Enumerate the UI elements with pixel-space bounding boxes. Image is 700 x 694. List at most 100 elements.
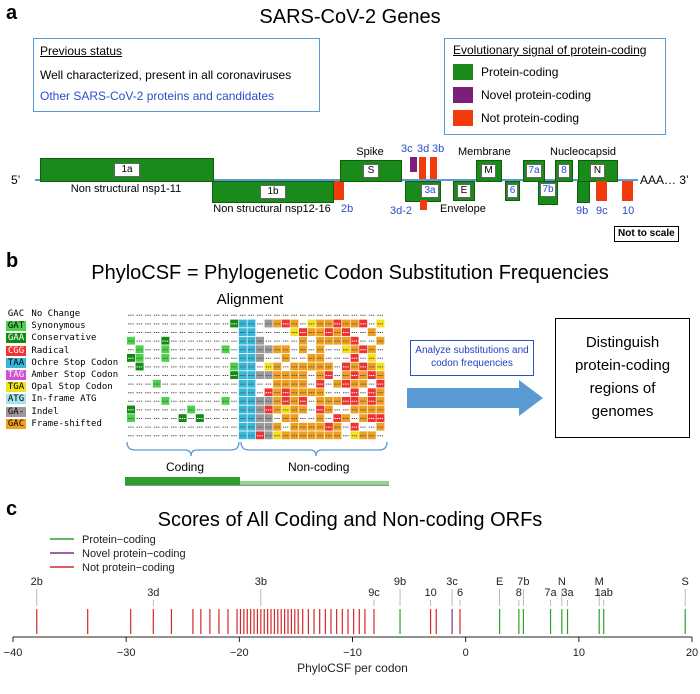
gene-9c [596, 181, 607, 201]
arrow-text: Analyze substitutions and codon frequenc… [415, 345, 529, 369]
panel-c-letter: c [6, 498, 18, 520]
orf-annotation: 9b [394, 576, 406, 588]
gene-3d [419, 157, 426, 179]
codon-legend-label: In-frame ATG [26, 394, 97, 405]
x-tick-label: 0 [463, 647, 469, 659]
legend-swatch-novel [453, 87, 473, 103]
result-text: Distinguish protein-coding regions of ge… [574, 334, 671, 420]
gene-3a-label: 3a [421, 184, 439, 198]
codon-legend-row: GA- Indel [6, 406, 126, 419]
codon-legend-row: TAA Ochre Stop Codon [6, 357, 126, 370]
status-line-2: Other SARS-CoV-2 proteins and candidates [40, 89, 275, 103]
orf-annotation: 10 [424, 587, 436, 599]
coding-brace [126, 441, 240, 457]
orf-annotation: 7a [544, 587, 557, 599]
legend-label-2: Not protein−coding [82, 562, 175, 574]
gene-1a-label: 1a [114, 163, 140, 177]
orf-annotation: N [558, 576, 566, 588]
membrane-label: Membrane [458, 146, 511, 158]
noncoding-label: Non-coding [288, 460, 350, 474]
x-tick-label: 10 [573, 647, 585, 659]
result-box: Distinguish protein-coding regions of ge… [555, 318, 690, 438]
orf-annotation: 3c [446, 576, 458, 588]
status-box: Previous status Well characterized, pres… [33, 38, 320, 112]
orf-annotation: M [595, 576, 604, 588]
orf-annotation: 1ab [595, 587, 613, 599]
nsp1-11-label: Non structural nsp1-11 [70, 183, 182, 195]
gene-m-label: M [481, 164, 496, 178]
codon-legend-label: Synonymous [26, 321, 86, 332]
legend-swatch-not-coding [453, 110, 473, 126]
envelope-label: Envelope [440, 203, 486, 215]
codon-legend-code: GAC [6, 309, 26, 319]
legend-label-0: Protein−coding [82, 534, 156, 546]
gene-3d-2-label: 3d-2 [390, 205, 413, 217]
gene-n-label: N [590, 164, 605, 178]
codon-legend-label: Conservative [26, 333, 97, 344]
gene-7b-label: 7b [540, 183, 556, 197]
legend-label-1: Novel protein−coding [82, 548, 186, 560]
arrow-text-box: Analyze substitutions and codon frequenc… [410, 340, 534, 376]
orf-annotation: 3d [147, 587, 159, 599]
coding-conservation-trace [125, 477, 240, 485]
codon-legend-code: TAA [6, 357, 26, 368]
codon-legend-row: TGA Opal Stop Codon [6, 382, 126, 394]
codon-legend-code: GAT [6, 321, 26, 332]
panel-a-title: SARS-CoV-2 Genes [259, 6, 441, 28]
codon-legend-row: GAT Synonymous [6, 321, 126, 333]
genome-line [35, 179, 638, 181]
gene-10 [622, 181, 633, 201]
orf-annotation: 2b [31, 576, 43, 588]
codon-legend-row: GAC No Change [6, 309, 126, 321]
codon-legend-label: Ochre Stop Codon [26, 357, 119, 368]
nucleocapsid-label: Nucleocapsid [550, 146, 617, 158]
noncoding-conservation-trace [240, 481, 389, 485]
gene-2b-label: 2b [341, 203, 354, 215]
x-tick-label: 20 [686, 647, 698, 659]
codon-legend-row: GAA Conservative [6, 333, 126, 345]
three-prime-label: AAA… 3’ [640, 173, 689, 187]
not-to-scale-note: Not to scale [614, 226, 679, 242]
codon-legend-label: Amber Stop Codon [26, 369, 119, 380]
codon-legend-code: GAC [6, 418, 26, 429]
gene-3b-label: 3b [432, 143, 445, 155]
codon-legend-row: ATG In-frame ATG [6, 394, 126, 406]
coding-brace-area [125, 441, 389, 486]
panel-b-letter: b [6, 250, 19, 272]
legend-label-novel: Novel protein-coding [481, 88, 592, 102]
codon-legend-label: Frame-shifted [26, 418, 102, 429]
gene-9b [577, 181, 590, 203]
gene-6-label: 6 [507, 184, 518, 198]
gene-3d-2 [420, 200, 427, 210]
codon-legend-code: GA- [6, 406, 26, 417]
orf-annotation: E [496, 576, 503, 588]
gene-e-label: E [457, 184, 471, 198]
codon-legend-row: GAC Frame-shifted [6, 418, 126, 431]
evolution-legend-heading: Evolutionary signal of protein-coding [453, 43, 647, 57]
codon-legend-label: Radical [26, 345, 70, 356]
x-tick-label: −40 [4, 647, 23, 659]
panel-c-title: Scores of All Coding and Non-coding ORFs [157, 509, 543, 531]
orf-annotation: 3a [561, 587, 574, 599]
gene-2b [334, 181, 344, 200]
orf-annotation: 7b [517, 576, 529, 588]
legend-swatch-protein-coding [453, 64, 473, 80]
gene-3d-label: 3d [417, 143, 430, 155]
spike-label: Spike [356, 146, 384, 158]
alignment-grid [127, 311, 385, 440]
orf-annotation: 9c [368, 587, 380, 599]
codon-legend-code: TGA [6, 382, 26, 393]
orf-annotation: 8 [516, 587, 522, 599]
codon-legend-label: Opal Stop Codon [26, 382, 113, 393]
codon-legend-code: CGG [6, 345, 26, 356]
coding-label: Coding [166, 460, 205, 474]
gene-9b-label: 9b [576, 205, 589, 217]
codon-legend-label: No Change [26, 309, 81, 319]
gene-7a-label: 7a [526, 164, 542, 178]
codon-legend-code: GAA [6, 333, 26, 344]
codon-legend-row: CGG Radical [6, 345, 126, 358]
panel-a-letter: a [6, 2, 18, 24]
gene-8-label: 8 [558, 164, 570, 178]
status-line-1: Well characterized, present in all coron… [40, 68, 292, 82]
